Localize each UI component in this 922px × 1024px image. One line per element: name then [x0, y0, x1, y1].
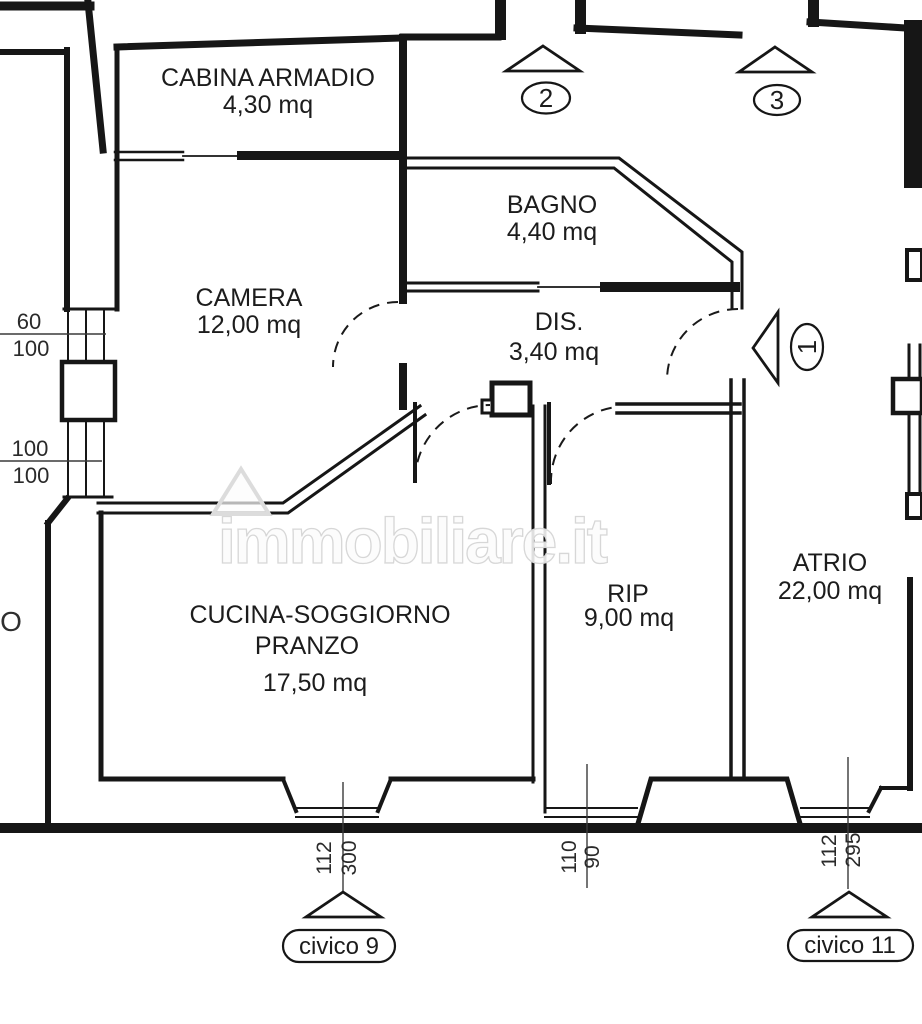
wall-segment	[43, 494, 72, 528]
wall-segment	[401, 156, 744, 310]
walls	[0, 0, 922, 833]
pilaster	[890, 376, 922, 416]
entrance-triangle-civico9	[301, 890, 386, 919]
opening-dim-rip-right: 90	[581, 845, 604, 868]
window-panes	[67, 310, 105, 362]
marker-oval-1	[789, 322, 825, 372]
marker-triangle-1	[751, 307, 780, 388]
wall-fragment	[905, 492, 922, 520]
opening-dim-civico11-left: 112	[818, 834, 841, 867]
room-label-cucina: CUCINA-SOGGIORNO	[189, 601, 450, 629]
wall-segment	[237, 151, 403, 160]
room-area-rip: 9,00 mq	[584, 604, 674, 632]
watermark-house-icon	[209, 465, 273, 516]
marker-label-1: 1	[792, 340, 822, 354]
entrance-label-civico9: civico 9	[299, 933, 379, 960]
wall-segment	[573, 24, 743, 39]
wall-segment	[495, 0, 506, 40]
wall-block	[633, 776, 805, 830]
wall-segment	[375, 776, 394, 814]
window1-dim-num: 60	[17, 309, 41, 334]
opening-dim-civico9-left: 112	[313, 841, 336, 874]
room-label-camera: CAMERA	[196, 284, 303, 312]
wall-segment	[113, 34, 406, 51]
wall-segment	[96, 403, 423, 505]
marker-oval-2	[520, 81, 572, 115]
entrance-triangle-civico11	[807, 890, 892, 919]
wall-segment	[806, 18, 910, 32]
marker-oval-3	[752, 83, 802, 117]
window2-dim-den: 100	[13, 463, 50, 488]
room-area-dis: 3,40 mq	[509, 338, 599, 366]
pillar	[489, 380, 533, 418]
room-label-atrio: ATRIO	[793, 549, 868, 577]
watermark-text: immobiliare.it	[218, 505, 608, 577]
door-swings	[332, 301, 739, 485]
wall-segment	[904, 20, 922, 188]
door-arc-rip	[549, 406, 617, 485]
door-jamb	[480, 398, 494, 415]
edge-cutoff-label: O	[0, 606, 22, 637]
window-panes	[67, 420, 105, 497]
room-label-dis: DIS.	[535, 308, 584, 336]
wall-segment	[600, 282, 740, 292]
opening-dim-rip-left: 110	[558, 840, 581, 873]
entrance-badge-civico9	[281, 928, 397, 964]
wall-segment	[84, 0, 107, 154]
room-label-cucina-line2: PRANZO	[255, 632, 359, 660]
room-area-cucina: 17,50 mq	[263, 669, 367, 697]
markers	[281, 44, 915, 964]
entrance-badge-civico11	[786, 928, 915, 963]
labels: 2 3 1 CABINA ARMADIO 4,30 mq BAGNO 4,40 …	[0, 64, 896, 960]
room-area-atrio: 22,00 mq	[778, 577, 882, 605]
wall-segment	[96, 412, 428, 515]
door-arc-cucina	[414, 404, 491, 482]
wall-segment	[0, 823, 922, 833]
opening-dim-civico11-right: 295	[842, 832, 865, 867]
marker-triangle-2	[501, 44, 585, 73]
wall-pier	[59, 359, 118, 423]
room-label-rip: RIP	[607, 580, 649, 608]
watermark: immobiliare.it	[209, 465, 610, 578]
door-arc-entry	[666, 308, 739, 381]
window1-dim-den: 100	[13, 336, 50, 361]
marker-triangle-3	[734, 45, 817, 74]
entrance-label-civico11: civico 11	[804, 932, 896, 959]
room-label-bagno: BAGNO	[507, 191, 597, 219]
wall-segment	[808, 0, 819, 27]
dimension-lines	[0, 333, 849, 891]
room-area-cabina: 4,30 mq	[223, 91, 313, 119]
marker-label-2: 2	[539, 83, 553, 113]
marker-label-3: 3	[770, 85, 784, 115]
opening-dim-civico9-right: 300	[338, 840, 361, 875]
wall-fragment	[905, 248, 922, 282]
door-arc-camera	[332, 301, 399, 368]
room-area-camera: 12,00 mq	[197, 311, 301, 339]
window2-dim-num: 100	[12, 436, 49, 461]
wall-segment	[280, 776, 299, 814]
room-label-cabina: CABINA ARMADIO	[161, 64, 375, 92]
room-area-bagno: 4,40 mq	[507, 218, 597, 246]
wall-segment	[866, 785, 884, 814]
wall-segment	[575, 0, 586, 34]
